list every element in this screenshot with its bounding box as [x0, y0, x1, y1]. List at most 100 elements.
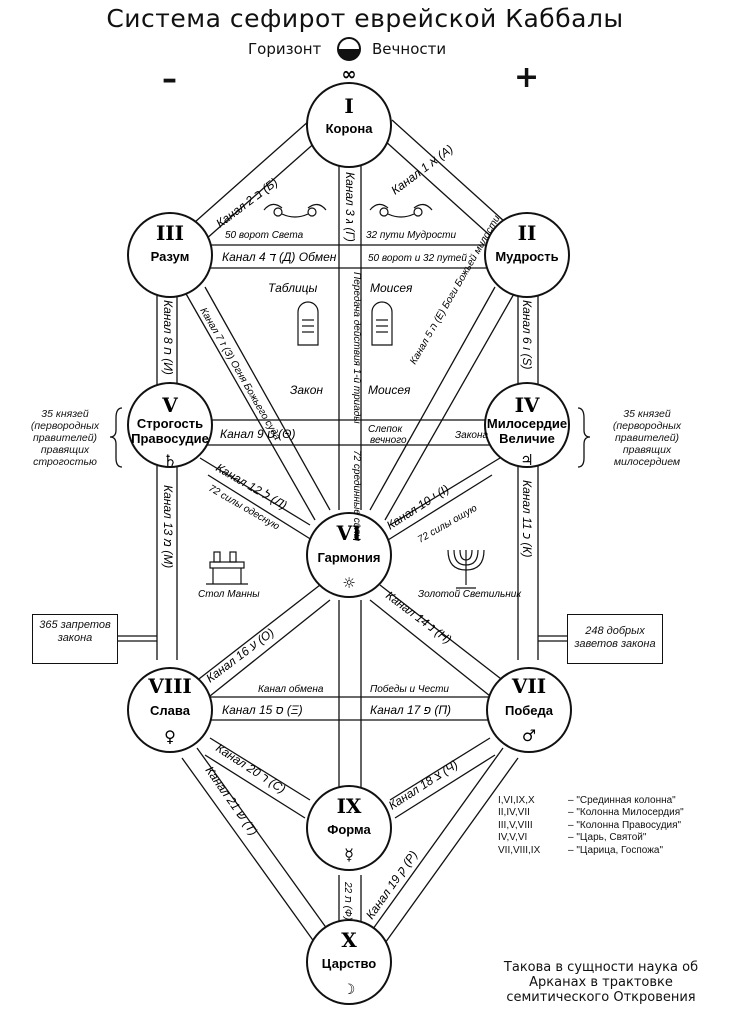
plus-sign: + — [514, 60, 540, 95]
legend-key: III,V,VIII — [498, 819, 533, 831]
legend-value: – "Срединная колонна" — [568, 795, 676, 806]
legend-row: I,VI,IX,X – "Срединная колонна" — [498, 795, 684, 807]
sun-icon: ☼ — [342, 574, 355, 592]
legend-row: IV,V,VI – "Царь, Святой" — [498, 832, 684, 844]
side-note-left: 35 князей (перворoдных правителей) правя… — [30, 408, 100, 468]
box-connectors — [118, 635, 567, 642]
subtitle-eternity: Вечности — [372, 40, 447, 58]
zakona-label: Закона — [455, 430, 488, 441]
channel-label: Канал 13 מ (М) — [161, 485, 175, 568]
svg-text:∞: ∞ — [342, 64, 357, 85]
cherubim-left-icon — [263, 203, 327, 218]
node-name: Гармония — [317, 550, 380, 565]
channel-label: Канал 4 ד (Д) Обмен — [222, 250, 337, 264]
minus-sign: – — [162, 62, 177, 97]
gates-paths-label: 50 ворот и 32 путей — [368, 253, 467, 264]
table-manna-label: Стол Манны — [198, 589, 260, 600]
legend-value: – "Колонна Милосердия" — [568, 807, 684, 819]
node-name: Царство — [322, 956, 377, 971]
exchange-label: Канал обмена — [258, 683, 324, 695]
node-roman: VII — [511, 674, 546, 698]
node-vii-victory — [486, 667, 572, 753]
blind-label: Слепок — [368, 424, 403, 435]
channel-label: Канал 16 ע (О) — [203, 625, 276, 685]
footer-caption: Такова в сущности наука об Арканах в тра… — [503, 960, 699, 1005]
node-i-corona — [306, 82, 392, 168]
channel-label: Канал 3 ג (Г) — [343, 172, 357, 242]
sefirot-nodes — [127, 82, 572, 1005]
node-ix-form — [306, 785, 392, 871]
node-ii-wisdom — [484, 212, 570, 298]
node-roman: IV — [515, 393, 540, 417]
channel-lines — [156, 119, 539, 951]
tablet-right-icon — [371, 301, 393, 346]
legend-row: VII,VIII,IX – "Царица, Госпожа" — [498, 845, 684, 857]
mercury-icon: ☿ — [344, 845, 354, 864]
node-roman: VI — [336, 521, 362, 545]
channel-label: Канал 6 ו (S) — [520, 300, 534, 369]
node-roman: X — [341, 928, 357, 952]
middle-forces-label: 72 срединные силы — [351, 450, 362, 542]
menorah-icon — [447, 549, 485, 589]
venus-icon: ♀ — [164, 727, 176, 746]
channel-label: Канал 18 צ (Ч) — [386, 757, 460, 812]
node-iii-reason — [127, 212, 213, 298]
node-name: Слава — [150, 703, 191, 718]
legend-value: – "Колонна Правосудия" — [568, 819, 682, 831]
tablet-left-icon — [297, 301, 319, 346]
node-x-kingdom — [306, 919, 392, 1005]
prohibitions-box: 365 запретов закона — [32, 614, 118, 664]
table-manna-icon — [206, 551, 248, 585]
legend-value: – "Царица, Госпожа" — [568, 844, 664, 856]
illustrations — [206, 203, 485, 589]
node-labels: I Корона II Мудрость III Разум IV Милосе… — [131, 94, 567, 998]
node-name: Мудрость — [495, 249, 558, 264]
node-viii-glory — [127, 667, 213, 753]
mars-icon: ♂ — [522, 726, 536, 745]
node-roman: III — [156, 221, 184, 245]
node-roman: I — [344, 94, 353, 118]
gates-light-label: 50 ворот Света — [225, 230, 304, 241]
jupiter-icon: ♃ — [520, 451, 533, 469]
legend-key: VII,VIII,IX — [498, 844, 541, 856]
commandments-box: 248 добрых заветов закона — [567, 614, 663, 664]
node-name: Победа — [505, 703, 554, 718]
horizon-eternity-icon: ∞ — [337, 37, 361, 85]
node-roman: VIII — [147, 674, 192, 698]
legend-key: I,VI,IX,X — [498, 795, 535, 806]
side-note-right: 35 князей (перворoдных правителей) правя… — [612, 408, 682, 468]
legend-row: II,IV,VII– "Колонна Милосердия" — [498, 807, 684, 819]
node-name: Величие — [499, 431, 555, 446]
law-label: Закон — [290, 383, 323, 397]
node-iv-mercy — [484, 382, 570, 468]
node-name: Строгость — [137, 416, 203, 431]
victories-label: Победы и Чести — [370, 683, 449, 695]
channel-label: Канал 17 פ (П) — [370, 703, 451, 717]
blind-label: вечного — [370, 435, 407, 446]
node-vi-harmony — [306, 512, 392, 598]
channel-label: Канал 1 א (А) — [388, 142, 455, 198]
area-labels: 50 ворот Света 32 пути Мудрости 50 ворот… — [198, 230, 522, 695]
moses-label: Моисея — [368, 383, 411, 397]
legend-value: – "Царь, Святой" — [568, 832, 647, 844]
legend-key: IV,V,VI — [498, 832, 528, 844]
subtitle-horizon: Горизонт — [248, 40, 322, 58]
diagram-title: Система сефирот еврейской Каббалы — [106, 4, 624, 33]
channel-label: Канал 2 ב (Б) — [213, 175, 280, 230]
legend-row: III,V,VIII – "Колонна Правосудия" — [498, 820, 684, 832]
node-name: Форма — [327, 822, 371, 837]
node-roman: V — [161, 393, 178, 417]
node-name: Корона — [326, 121, 374, 136]
saturn-icon: ♄ — [163, 451, 177, 470]
braces — [109, 407, 591, 468]
node-v-severity — [127, 382, 213, 468]
node-name: Милосердие — [487, 416, 567, 431]
lamp-label: Золотой Светильник — [418, 589, 522, 600]
channel-label: 22 ת (Ф) — [342, 881, 353, 920]
node-roman: II — [518, 221, 537, 245]
legend: I,VI,IX,X – "Срединная колонна" II,IV,VII… — [498, 795, 684, 857]
cherubim-right-icon — [369, 203, 433, 218]
node-name: Правосудие — [131, 431, 209, 446]
channel-label: Канал 15 ס (Ξ) — [222, 703, 303, 717]
